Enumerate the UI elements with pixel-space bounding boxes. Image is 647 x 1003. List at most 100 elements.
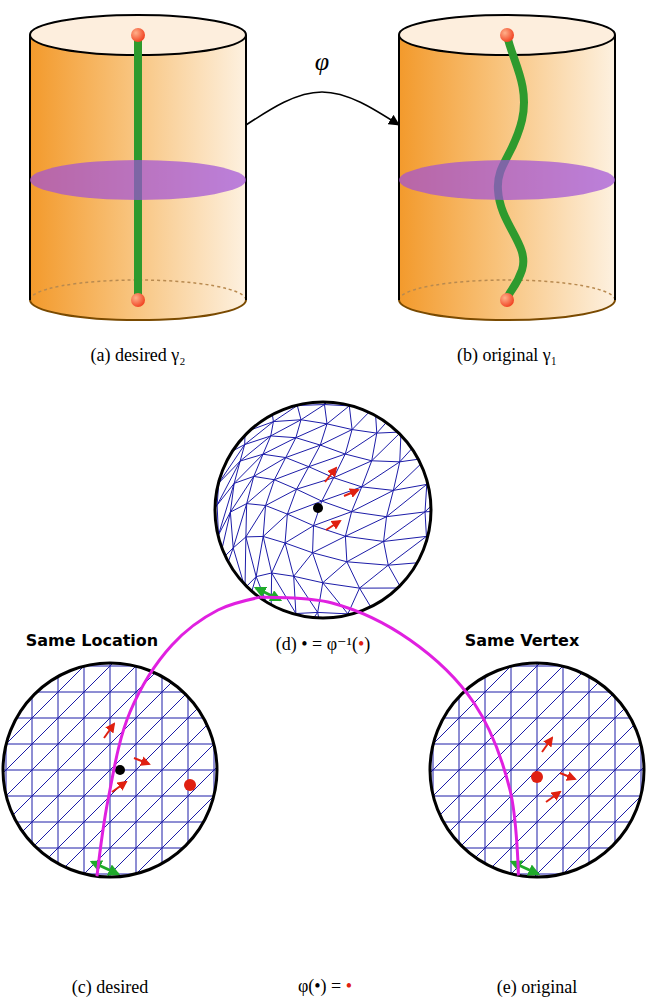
mesh-edge bbox=[136, 926, 162, 927]
mesh-edge bbox=[58, 744, 59, 770]
mesh-edge bbox=[563, 744, 589, 770]
mesh-edge bbox=[453, 536, 454, 562]
mesh-edge bbox=[314, 512, 352, 526]
mesh-edge bbox=[240, 744, 266, 770]
mesh-edge bbox=[214, 692, 240, 718]
mesh-edge bbox=[345, 536, 383, 541]
mesh-edge bbox=[641, 614, 647, 640]
mesh-edge bbox=[219, 640, 245, 641]
mesh-edge bbox=[563, 718, 564, 744]
mesh-edge bbox=[641, 614, 647, 615]
mesh-edge bbox=[6, 874, 32, 900]
mesh-edge bbox=[240, 796, 241, 822]
mesh-edge bbox=[245, 380, 271, 406]
mesh-edge bbox=[32, 770, 33, 796]
mesh-edge bbox=[407, 848, 408, 874]
mesh-edge bbox=[214, 926, 240, 927]
mesh-edge bbox=[245, 640, 271, 666]
mesh-edge bbox=[233, 504, 246, 548]
mesh-edge bbox=[381, 848, 407, 849]
mesh-edge bbox=[615, 926, 641, 927]
mesh-edge bbox=[407, 718, 408, 744]
mesh-edge bbox=[352, 490, 394, 511]
mesh-edge bbox=[162, 718, 188, 719]
mesh-edge bbox=[214, 692, 215, 718]
mesh-edge bbox=[360, 565, 389, 588]
mesh-edge bbox=[219, 380, 245, 381]
mesh-edge bbox=[110, 796, 136, 822]
mesh-edge bbox=[230, 512, 233, 548]
mesh-edge bbox=[479, 588, 480, 614]
mesh-edge bbox=[240, 848, 266, 849]
mesh-edge bbox=[433, 614, 459, 640]
mesh-edge bbox=[58, 666, 59, 692]
mesh-edge bbox=[453, 380, 479, 406]
mesh-edge bbox=[193, 536, 194, 562]
image-dot bbox=[531, 771, 543, 783]
mesh-edge bbox=[459, 718, 485, 719]
mesh-edge bbox=[58, 796, 84, 797]
mesh-edge bbox=[193, 458, 219, 484]
mesh-edge bbox=[214, 718, 240, 719]
mesh-edge bbox=[84, 900, 85, 926]
mesh-edge bbox=[323, 583, 360, 588]
mesh-edge bbox=[110, 796, 136, 797]
mesh-edge bbox=[193, 510, 194, 536]
mesh-edge bbox=[287, 514, 313, 526]
mesh-edge bbox=[641, 640, 647, 641]
mesh-edge bbox=[167, 406, 193, 407]
mesh-edge bbox=[167, 666, 193, 667]
mesh-edge bbox=[162, 770, 188, 796]
mesh-edge bbox=[84, 822, 110, 823]
mesh-edge bbox=[479, 510, 480, 536]
mesh-edge bbox=[641, 848, 647, 874]
mesh-edge bbox=[433, 848, 459, 874]
mesh-edge bbox=[193, 354, 219, 355]
mesh-edge bbox=[485, 848, 511, 849]
mesh-edge bbox=[0, 692, 6, 693]
mesh-edge bbox=[615, 666, 641, 667]
mesh-edge bbox=[0, 718, 6, 744]
mesh-edge bbox=[32, 796, 58, 822]
mesh-edge bbox=[323, 354, 349, 380]
mesh-edge bbox=[459, 796, 460, 822]
mesh-edge bbox=[84, 666, 110, 692]
mesh-edge bbox=[193, 458, 219, 459]
mesh-edge bbox=[485, 770, 511, 771]
mesh-edge bbox=[563, 874, 589, 900]
mesh-edge bbox=[334, 454, 346, 478]
mesh-edge bbox=[32, 900, 33, 926]
mesh-edge bbox=[589, 744, 615, 770]
mesh-edge bbox=[375, 380, 376, 406]
mesh-edge bbox=[297, 354, 323, 380]
mesh-edge bbox=[401, 354, 427, 380]
figure-caption: (e) original bbox=[430, 977, 644, 998]
mesh-edge bbox=[485, 900, 486, 926]
mesh-edge bbox=[384, 541, 389, 565]
mesh-edge bbox=[511, 692, 537, 693]
mesh-edge bbox=[453, 484, 479, 485]
mesh-edge bbox=[193, 380, 194, 406]
mesh-edge bbox=[453, 562, 479, 563]
mesh-edge bbox=[401, 614, 427, 615]
mesh-edge bbox=[32, 900, 58, 926]
mesh-edge bbox=[246, 536, 263, 537]
mesh-edge bbox=[589, 640, 590, 666]
mesh-edge bbox=[136, 718, 162, 719]
mesh-edge bbox=[58, 926, 84, 927]
mesh-edge bbox=[193, 406, 219, 407]
mesh-edge bbox=[84, 822, 110, 848]
mesh-edge bbox=[6, 614, 7, 640]
mesh-edge bbox=[459, 822, 485, 848]
mesh-edge bbox=[6, 848, 7, 874]
mesh-edge bbox=[401, 380, 427, 381]
mesh-edge bbox=[6, 822, 32, 823]
mesh-edge bbox=[136, 744, 137, 770]
mesh-edge bbox=[219, 432, 220, 458]
mesh-edge bbox=[219, 432, 245, 433]
mesh-edge bbox=[240, 796, 266, 797]
mesh-edge bbox=[427, 406, 453, 432]
mesh-edge bbox=[110, 692, 111, 718]
mesh-edge bbox=[294, 553, 313, 576]
mesh-edge bbox=[214, 796, 240, 822]
